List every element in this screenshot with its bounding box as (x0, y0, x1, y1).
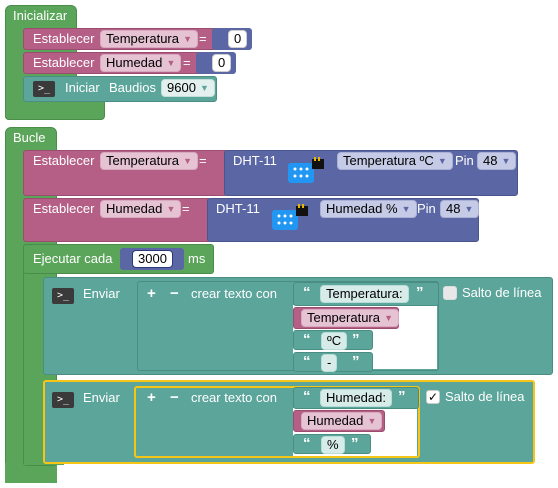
dropdown-arrow-icon: ▼ (166, 204, 176, 214)
text-literal[interactable]: Temperatura: (320, 285, 409, 303)
newline-checkbox[interactable] (443, 286, 457, 300)
dropdown-arrow-icon: ▼ (183, 34, 192, 44)
pin-dropdown-humidity[interactable]: 48▼ (440, 200, 480, 218)
send-label: Enviar (83, 390, 120, 405)
equals-label: = (183, 55, 191, 70)
pin-dropdown-temperature[interactable]: 48▼ (477, 152, 517, 170)
send-label: Enviar (83, 286, 120, 301)
set-label: Establecer (33, 31, 95, 46)
newline-label: Salto de línea (462, 285, 542, 300)
baud-rate-dropdown[interactable]: 9600▼ (161, 79, 215, 97)
variable-dropdown-temperature[interactable]: Temperatura▼ (100, 152, 198, 170)
dht11-sensor-icon (272, 204, 308, 230)
text-literal[interactable]: Humedad: (320, 389, 392, 407)
dropdown-arrow-icon: ▼ (437, 156, 447, 166)
loop-title: Bucle (13, 130, 46, 145)
remove-item-button[interactable]: − (170, 285, 179, 302)
dropdown-arrow-icon: ▼ (183, 156, 192, 166)
text-literal[interactable]: % (321, 436, 345, 454)
dropdown-arrow-icon: ▼ (200, 83, 209, 93)
dropdown-arrow-icon: ▼ (166, 58, 176, 68)
pin-label: Pin (417, 201, 436, 216)
set-label: Establecer (33, 201, 95, 216)
newline-label: Salto de línea (445, 389, 525, 404)
quote-icon: ” (352, 331, 360, 348)
interval-unit: ms (188, 251, 206, 266)
text-literal[interactable]: - (321, 354, 338, 372)
quote-icon: ” (398, 388, 406, 405)
variable-dropdown-temperature[interactable]: Temperatura▼ (301, 309, 399, 327)
quote-icon: “ (303, 388, 311, 405)
variable-dropdown-humidity[interactable]: Humedad▼ (100, 200, 182, 218)
equals-label: = (199, 153, 207, 168)
humidity-init-value[interactable]: 0 (212, 54, 232, 72)
equals-label: = (182, 201, 190, 216)
set-label: Establecer (33, 55, 95, 70)
temperature-init-value[interactable]: 0 (228, 30, 248, 48)
dropdown-arrow-icon: ▼ (367, 416, 377, 426)
baud-label: Baudios (109, 80, 156, 95)
create-text-label: crear texto con (191, 286, 277, 301)
sensor-label: DHT-11 (233, 153, 277, 168)
dropdown-arrow-icon: ▼ (401, 204, 411, 214)
dropdown-arrow-icon: ▼ (384, 313, 393, 323)
add-item-button[interactable]: + (147, 285, 156, 302)
set-label: Establecer (33, 153, 95, 168)
serial-begin-label: Iniciar (65, 80, 100, 95)
quote-icon: “ (303, 331, 311, 348)
quote-icon: ” (352, 353, 360, 370)
quote-icon: “ (303, 353, 311, 370)
terminal-icon: >_ (33, 81, 55, 97)
quote-icon: ” (416, 284, 424, 301)
run-every-label: Ejecutar cada (33, 251, 113, 266)
variable-dropdown-humidity[interactable]: Humedad▼ (100, 54, 182, 72)
variable-dropdown-temperature[interactable]: Temperatura▼ (100, 30, 198, 48)
sensor-mode-dropdown-humidity[interactable]: Humedad %▼ (320, 200, 417, 218)
interval-value[interactable]: 3000 (132, 250, 173, 268)
variable-dropdown-humidity[interactable]: Humedad▼ (301, 412, 383, 430)
newline-checkbox[interactable]: ✓ (426, 390, 440, 404)
dht11-sensor-icon (288, 157, 324, 183)
terminal-icon: >_ (52, 392, 74, 408)
quote-icon: ” (351, 435, 359, 452)
terminal-icon: >_ (52, 288, 74, 304)
text-literal[interactable]: ºC (321, 332, 348, 350)
sensor-mode-dropdown-temperature[interactable]: Temperatura ºC▼ (337, 152, 453, 170)
create-text-label: crear texto con (191, 390, 277, 405)
dropdown-arrow-icon: ▼ (464, 204, 474, 214)
quote-icon: “ (303, 435, 311, 452)
remove-item-button[interactable]: − (170, 389, 179, 406)
equals-label: = (199, 31, 207, 46)
dropdown-arrow-icon: ▼ (501, 156, 511, 166)
setup-title: Inicializar (13, 8, 68, 23)
quote-icon: “ (303, 284, 311, 301)
add-item-button[interactable]: + (147, 389, 156, 406)
pin-label: Pin (455, 153, 474, 168)
sensor-label: DHT-11 (216, 201, 260, 216)
